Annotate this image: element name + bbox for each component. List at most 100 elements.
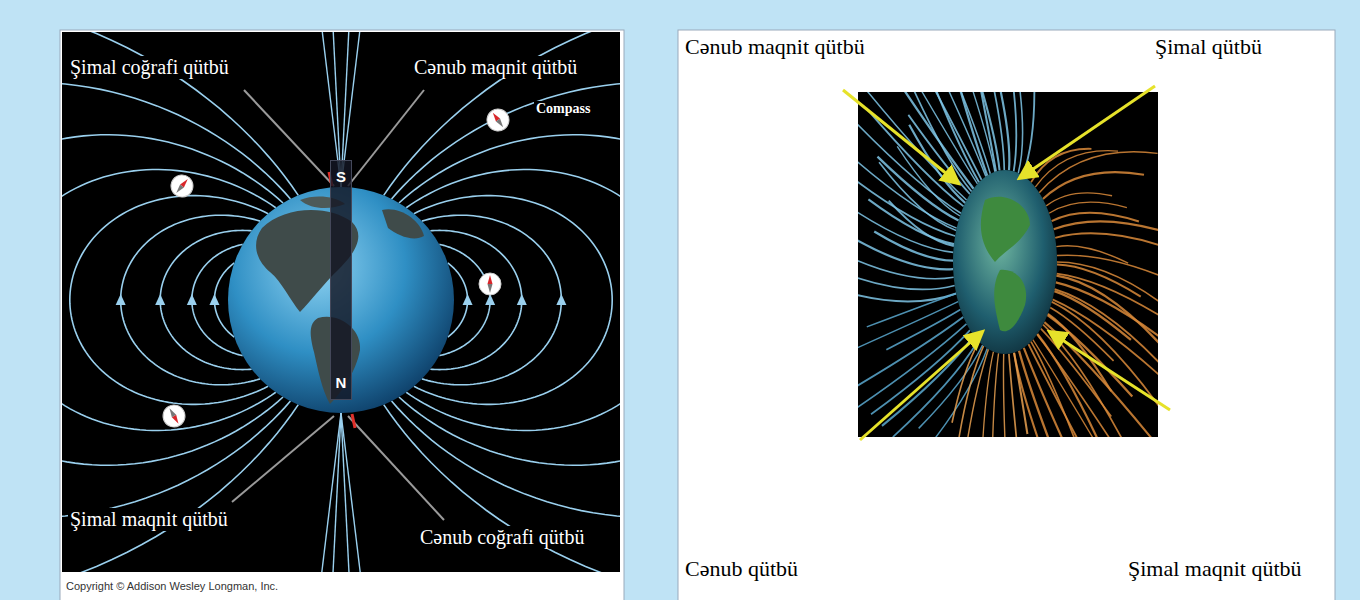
field-line	[915, 92, 986, 176]
field-lines-3d	[858, 92, 1158, 437]
field-line	[1052, 302, 1158, 420]
pointer-lines	[232, 90, 444, 520]
field-line	[874, 231, 953, 260]
field-line	[858, 92, 967, 200]
field-line	[889, 201, 954, 246]
field-line	[1054, 221, 1158, 240]
compass	[159, 401, 189, 431]
magnet-pole-letter: N	[336, 375, 347, 392]
field-line	[858, 317, 963, 404]
field-line	[1043, 325, 1131, 437]
pole-label: Cənub qütbü	[683, 556, 800, 581]
field-line	[858, 324, 966, 437]
field-line	[341, 413, 365, 572]
right-panel	[678, 30, 1335, 600]
field-line	[1057, 262, 1158, 342]
field-arrow	[463, 294, 473, 305]
field-lines	[62, 32, 620, 572]
compass-label: Compass	[534, 101, 592, 117]
pointer-line	[244, 90, 334, 186]
compasses	[159, 105, 513, 431]
left-image-ground	[62, 32, 620, 572]
earth-globe	[953, 170, 1057, 354]
compass-needle	[496, 119, 505, 129]
continent	[981, 197, 1030, 262]
field-arrow	[517, 294, 527, 305]
left-panel	[60, 30, 624, 600]
bar-magnet: SN	[330, 160, 352, 400]
field-line	[909, 125, 965, 203]
compass	[167, 171, 198, 202]
pole-label: Cənub maqnit qütbü	[683, 34, 867, 59]
field-line	[858, 302, 958, 358]
field-line	[1056, 282, 1158, 347]
field-line	[1018, 92, 1022, 173]
pole-label: Cənub coğrafi qütbü	[418, 526, 586, 549]
field-arrow	[116, 294, 126, 305]
copyright-note: Copyright © Addison Wesley Longman, Inc.	[64, 580, 280, 593]
field-line	[858, 250, 954, 279]
pole-label: Cənub maqnit qütbü	[412, 56, 579, 79]
field-line	[897, 146, 960, 216]
field-line	[858, 264, 955, 289]
field-line	[947, 92, 987, 176]
compass	[479, 273, 501, 295]
field-line	[992, 353, 999, 437]
continent	[382, 209, 424, 238]
compass-dial	[483, 105, 514, 136]
field-line	[1043, 172, 1144, 199]
field-arrow	[556, 294, 566, 305]
compass-needle	[488, 275, 493, 284]
field-line	[893, 341, 978, 437]
pointer-line	[232, 416, 334, 502]
field-line	[341, 413, 351, 572]
field-line	[1056, 276, 1158, 348]
pointer-line	[348, 90, 424, 186]
field-line	[1052, 213, 1139, 222]
pole-label: Şimal coğrafi qütbü	[68, 56, 231, 79]
compass	[483, 105, 514, 136]
compass-dial	[159, 401, 189, 431]
field-line	[331, 413, 341, 572]
compass-dial	[479, 273, 501, 295]
field-line	[1046, 193, 1112, 206]
field-arrow	[209, 294, 219, 305]
compass-needle	[488, 284, 493, 293]
magnet-pole-letter: S	[336, 169, 346, 186]
field-arrow	[187, 294, 197, 305]
field-line	[1031, 342, 1090, 437]
field-line	[1049, 202, 1127, 213]
field-line	[1055, 233, 1158, 260]
pointer-arrow	[860, 332, 982, 440]
field-line	[982, 352, 993, 437]
field-line	[867, 293, 956, 326]
pole-needle	[352, 414, 355, 428]
field-arrow	[485, 294, 495, 305]
field-line	[1023, 92, 1035, 176]
compass-dial	[167, 171, 198, 202]
field-line	[1033, 340, 1115, 437]
pointer-line	[348, 416, 444, 520]
pointer-arrows	[843, 86, 1170, 440]
field-line	[1003, 354, 1007, 437]
field-line	[858, 204, 953, 252]
field-arrow	[155, 294, 165, 305]
pole-label: Şimal maqnit qütbü	[68, 508, 230, 531]
field-line	[1056, 246, 1128, 263]
field-line	[1014, 353, 1027, 434]
field-line	[858, 92, 974, 189]
pointer-arrow	[843, 90, 958, 183]
field-line	[1054, 291, 1131, 340]
field-line	[1035, 151, 1118, 188]
compass-needle	[174, 184, 184, 194]
field-line	[858, 240, 953, 269]
pointer-arrow	[1020, 86, 1155, 178]
field-line	[908, 115, 970, 194]
field-line	[1039, 152, 1157, 193]
pole-label: Şimal qütbü	[1153, 34, 1264, 59]
pointer-arrow	[1050, 332, 1170, 410]
compass-needle	[167, 407, 176, 417]
continent	[994, 270, 1026, 331]
pole-label: Şimal maqnit qütbü	[1126, 556, 1304, 581]
